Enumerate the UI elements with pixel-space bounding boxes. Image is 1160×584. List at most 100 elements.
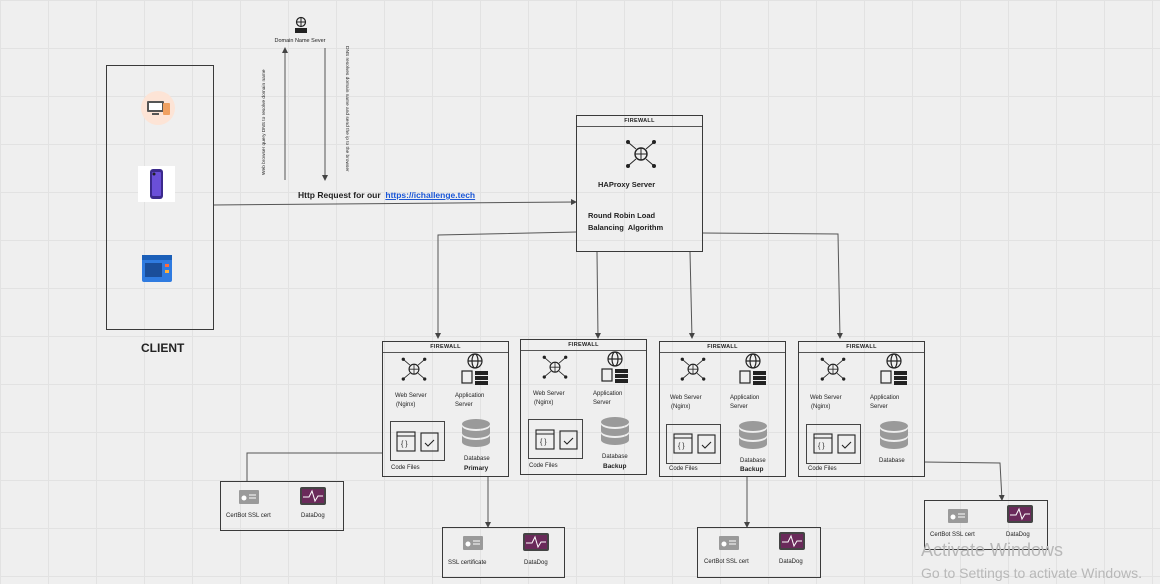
ssl-certificate-icon [947,508,969,529]
database-role: Backup [603,463,627,470]
http-request-label: Http Request for our https://ichallenge.… [298,190,475,200]
svg-text:{ }: { } [678,443,685,450]
database-role: Primary [464,465,489,472]
web-server-sub: (Nginx) [671,404,691,410]
load-balancer-box: FIREWALL [576,115,703,252]
database-label: Database [740,458,766,464]
database-label: Database [602,454,628,460]
svg-text:{ }: { } [818,443,825,450]
web-server-sub: (Nginx) [811,404,831,410]
code-files-label: Code Files [529,463,558,469]
monitoring-box-1 [220,481,344,531]
database-icon [738,420,768,459]
database-role: Backup [740,466,764,473]
app-server-sub: Server [455,402,473,408]
web-server-sub: (Nginx) [396,402,416,408]
monitoring-box-3 [697,527,821,578]
svg-text:{ }: { } [540,439,547,446]
datadog-icon [1006,504,1034,529]
app-server-icon [459,352,491,391]
ssl-certificate-icon [718,535,740,556]
server-2-firewall-label: FIREWALL [521,342,646,351]
activate-windows-subtitle: Go to Settings to activate Windows. [921,565,1142,581]
code-files-box [390,421,445,461]
app-server-label: Application [730,395,760,401]
server-group-3: FIREWALL [659,341,786,477]
web-server-label: Web Server [670,395,702,401]
code-files-box [528,419,583,459]
app-server-label: Application [593,391,623,397]
database-label: Database [879,458,905,464]
app-server-label: Application [455,393,485,399]
code-files-box [666,424,721,464]
datadog-icon [522,532,550,557]
dns-query-text: Web browser query DNS to resolve domain … [262,69,267,176]
code-files-label: Code Files [808,466,837,472]
app-server-icon [599,350,631,389]
datadog-label: DataDog [301,513,325,519]
database-label: Database [464,456,490,462]
certbot-label: CertBot SSL cert [226,513,271,519]
web-server-sub: (Nginx) [534,400,554,406]
web-server-icon [400,356,428,389]
web-server-label: Web Server [810,395,842,401]
request-url-link[interactable]: https://ichallenge.tech [385,190,476,200]
round-robin-label-2: Balancing Algorithm [588,223,664,232]
web-server-icon [679,356,707,389]
app-server-sub: Server [730,404,748,410]
database-icon [600,416,630,455]
client-box [106,65,214,330]
app-server-label: Application [870,395,900,401]
app-server-icon [737,352,769,391]
network-globe-icon [624,138,658,177]
client-label: CLIENT [141,341,185,355]
round-robin-label-1: Round Robin Load [588,211,656,220]
server-4-firewall-label: FIREWALL [799,344,924,353]
web-server-label: Web Server [395,393,427,399]
desktop-icon [141,91,175,130]
ssl-certificate-icon [462,535,484,556]
datadog-icon [299,486,327,511]
monitoring-box-2 [442,527,565,578]
dns-return-text: DNS resolves domain name and send the ip… [344,46,349,172]
browser-window-icon [140,251,174,290]
activate-windows-title: Activate Windows [921,540,1064,560]
ssl-cert-label: SSL certificate [448,560,487,566]
code-files-label: Code Files [391,465,420,471]
phone-icon [138,166,175,207]
web-server-icon [819,356,847,389]
web-server-label: Web Server [533,391,565,397]
lb-firewall-label: FIREWALL [577,118,702,127]
database-icon [461,418,491,457]
app-server-icon [878,352,910,391]
certbot-label: CertBot SSL cert [704,559,749,565]
app-server-sub: Server [870,404,888,410]
server-1-firewall-label: FIREWALL [383,344,508,353]
datadog-label: DataDog [1006,532,1030,538]
code-files-label: Code Files [669,466,698,472]
web-server-icon [541,354,569,387]
datadog-icon [778,531,806,556]
svg-text:{ }: { } [401,441,408,448]
database-icon [879,420,909,459]
monitoring-box-4 [924,500,1048,550]
dns-label: Domain Name Sever [274,38,326,44]
datadog-label: DataDog [524,560,548,566]
code-files-box [806,424,861,464]
request-prefix: Http Request for our [298,190,381,200]
code-file-icon: { } [535,429,579,456]
certbot-label: CertBot SSL cert [930,532,975,538]
ssl-certificate-icon [238,489,260,510]
dns-server-icon [292,16,310,39]
code-file-icon: { } [813,433,857,460]
haproxy-label: HAProxy Server [598,180,656,189]
server-group-1: FIREWALL [382,341,509,477]
code-file-icon: { } [673,433,717,460]
server-3-firewall-label: FIREWALL [660,344,785,353]
code-file-icon: { } [396,431,440,458]
app-server-sub: Server [593,400,611,406]
datadog-label: DataDog [779,559,803,565]
server-group-4: FIREWALL [798,341,925,477]
server-group-2: FIREWALL [520,339,647,475]
